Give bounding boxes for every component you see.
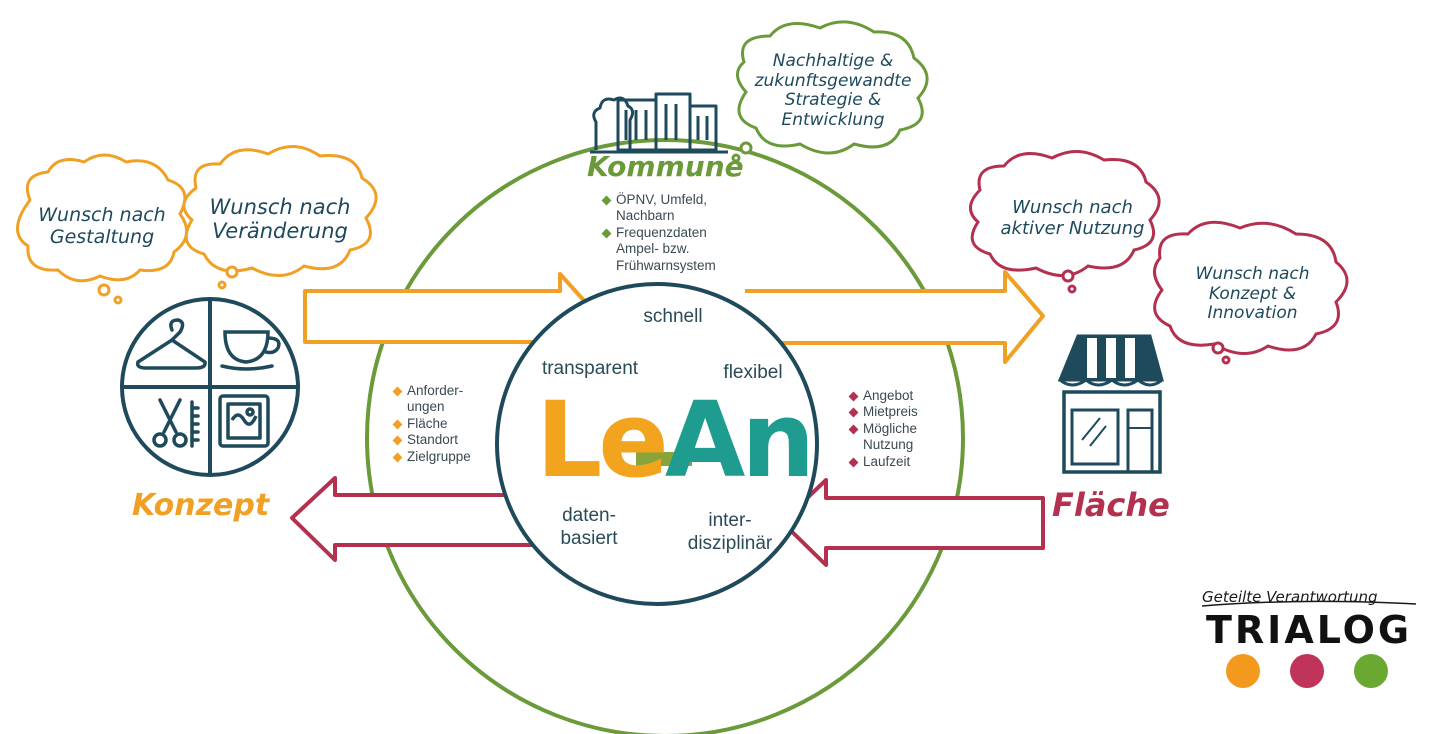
picture-frame-icon xyxy=(218,394,270,448)
konzept-pie-icon xyxy=(120,297,300,477)
attr-datenbasiert: daten- basiert xyxy=(560,505,618,549)
konzept-bullet: Standort xyxy=(393,432,493,448)
brand-tagline: Geteilte Verantwortung xyxy=(1202,588,1378,606)
thought-aktive-nutzung: Wunsch nach aktiver Nutzung xyxy=(1000,197,1145,239)
trialog-underline xyxy=(1201,600,1417,607)
city-buildings-icon xyxy=(590,92,728,154)
kommune-bullets: ÖPNV, Umfeld, Nachbarn Frequenzdaten Amp… xyxy=(602,192,742,274)
konzept-bullet: Fläche xyxy=(393,416,493,432)
thought-veraenderung: Wunsch nach Veränderung xyxy=(209,195,351,244)
attr-flexibel: flexibel xyxy=(723,362,783,383)
kommune-bullet: Frequenzdaten Ampel- bzw. Frühwarnsystem xyxy=(602,225,742,274)
flaeche-bullet: Angebot xyxy=(849,388,939,404)
brand-name: TRIALOG xyxy=(1206,608,1413,652)
thought-gestaltung: Wunsch nach Gestaltung xyxy=(38,204,166,248)
thought-strategie: Nachhaltige & zukunftsgewandte Strategie… xyxy=(754,51,912,130)
coffee-cup-icon xyxy=(220,330,281,371)
storefront-icon xyxy=(1057,334,1164,474)
inner-petrol-circle xyxy=(495,282,819,606)
flaeche-label: Fläche xyxy=(1052,486,1170,524)
cloud-strategie xyxy=(731,20,929,163)
flaeche-bullet: Mietpreis xyxy=(849,404,939,420)
arrow-bottom-crimson-left xyxy=(290,476,545,562)
konzept-bullet: Anforder-ungen xyxy=(393,383,493,416)
kommune-label: Kommune xyxy=(587,150,744,183)
building-icon xyxy=(1226,654,1260,688)
flaeche-bullet: Mögliche Nutzung xyxy=(849,421,939,454)
flaeche-bullets: Angebot Mietpreis Mögliche Nutzung Laufz… xyxy=(849,388,939,470)
konzept-label: Konzept xyxy=(132,488,270,523)
flaeche-bullet: Laufzeit xyxy=(849,454,939,470)
lean-logo-an: An xyxy=(664,379,816,501)
thought-konzept-innovation: Wunsch nach Konzept & Innovation xyxy=(1195,264,1310,324)
scissors-comb-icon xyxy=(152,398,200,448)
cloud-aktive-nutzung xyxy=(969,150,1161,294)
konzept-bullet: Zielgruppe xyxy=(393,449,493,465)
arrow-bottom-crimson-right xyxy=(780,478,1045,567)
arrow-top-orange-right xyxy=(745,270,1045,364)
konzept-bullets: Anforder-ungen Fläche Standort Zielgrupp… xyxy=(393,383,493,465)
logo-dash xyxy=(636,452,692,466)
cloud-veraenderung xyxy=(182,145,378,290)
attr-transparent: transparent xyxy=(541,358,639,379)
lean-logo: LeAn xyxy=(536,388,815,492)
city-icon xyxy=(1354,654,1388,688)
kommune-bullet: ÖPNV, Umfeld, Nachbarn xyxy=(602,192,742,225)
hand-icon xyxy=(1290,654,1324,688)
attr-schnell: schnell xyxy=(643,306,703,327)
lean-logo-le: Le xyxy=(536,379,669,501)
attr-interdisziplinaer: inter- disziplinär xyxy=(687,510,773,554)
cloud-konzept-innovation xyxy=(1153,220,1349,365)
hanger-icon xyxy=(135,318,207,370)
